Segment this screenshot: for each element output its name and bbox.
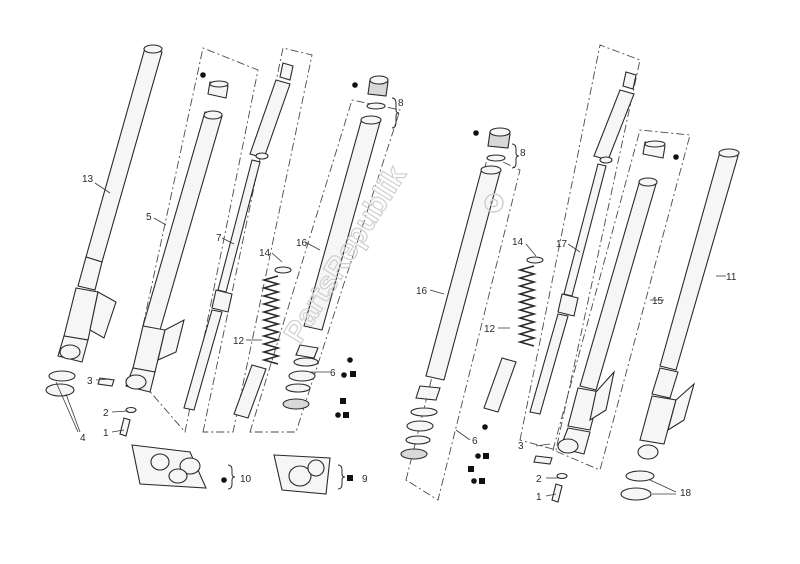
callout-16-right: 16 xyxy=(416,286,428,297)
fork-tube-16-left xyxy=(303,115,382,331)
fork-cap-8-right xyxy=(486,127,511,162)
spring-washer-14-right xyxy=(526,256,544,264)
square-marker xyxy=(343,412,349,418)
callout-13: 13 xyxy=(82,174,94,185)
gear-icon xyxy=(484,193,504,213)
callout-17: 17 xyxy=(556,239,568,250)
callout-16-left: 16 xyxy=(296,238,308,249)
damper-rod-17 xyxy=(529,71,637,415)
dot-marker xyxy=(200,72,206,78)
fork-foot-10 xyxy=(131,444,207,489)
callout-14-right: 14 xyxy=(512,237,524,248)
dot-marker xyxy=(335,412,341,418)
guide-frame-right-17 xyxy=(519,44,641,451)
square-marker xyxy=(483,453,489,459)
outer-tube-13 xyxy=(77,44,163,291)
outer-tube-11 xyxy=(637,148,740,460)
braces xyxy=(227,97,520,490)
bushing-right xyxy=(642,140,666,159)
callout-14-left: 14 xyxy=(259,248,271,259)
seal-stack-right xyxy=(400,385,441,460)
square-marker xyxy=(479,478,485,484)
leader-lines xyxy=(55,182,726,497)
damper-rod-7 xyxy=(183,62,294,411)
callout-6-right: 6 xyxy=(472,436,478,447)
dot-marker xyxy=(475,453,481,459)
spring-12-left xyxy=(261,275,281,365)
callout-3-left: 3 xyxy=(87,376,93,387)
callout-9: 9 xyxy=(362,474,368,485)
callout-10: 10 xyxy=(240,474,252,485)
callout-8-left: 8 xyxy=(398,98,404,109)
callout-7: 7 xyxy=(216,233,222,244)
callout-11: 11 xyxy=(726,272,737,283)
dot-marker xyxy=(221,477,227,483)
lower-leg-left xyxy=(57,287,117,363)
dot-marker xyxy=(352,82,358,88)
dot-marker xyxy=(473,130,479,136)
guide-frame-left-5 xyxy=(132,47,259,433)
fork-cap-8-left xyxy=(366,75,389,110)
brace-8-left xyxy=(391,97,400,129)
dot-marker xyxy=(471,478,477,484)
clamps-4 xyxy=(45,370,76,397)
square-marker xyxy=(340,398,346,404)
callout-18: 18 xyxy=(680,488,692,499)
square-marker xyxy=(347,475,353,481)
guide-frame-right-16 xyxy=(405,154,521,501)
spacer-tube-right xyxy=(483,357,517,413)
dot-marker xyxy=(347,357,353,363)
fork-foot-9 xyxy=(273,454,331,495)
square-marker xyxy=(468,466,474,472)
brace-10 xyxy=(227,464,236,490)
callout-4: 4 xyxy=(80,433,86,444)
bushing-left xyxy=(207,80,229,99)
seal-stack-left xyxy=(282,344,319,410)
dot-marker xyxy=(341,372,347,378)
dot-marker xyxy=(673,154,679,160)
callout-2-right: 2 xyxy=(536,474,542,485)
brace-8-right xyxy=(511,143,520,169)
spring-washer-14-left xyxy=(274,266,292,274)
callout-2-left: 2 xyxy=(103,408,109,419)
callout-3-right: 3 xyxy=(518,441,524,452)
callout-12-left: 12 xyxy=(233,336,245,347)
callout-labels: 13 5 7 8 16 14 12 6 3 2 1 4 10 9 8 16 14… xyxy=(80,98,737,503)
callout-1-left: 1 xyxy=(103,428,109,439)
callout-6-left: 6 xyxy=(330,368,336,379)
legend-symbols xyxy=(200,72,679,484)
inner-tube-5 xyxy=(125,110,223,393)
fork-tube-16-right xyxy=(425,165,502,381)
callout-15: 15 xyxy=(652,296,664,307)
brace-9 xyxy=(337,464,346,490)
spacer-tube-left xyxy=(233,364,267,419)
clamps-18 xyxy=(620,470,655,501)
callout-8-right: 8 xyxy=(520,148,526,159)
square-marker xyxy=(350,371,356,377)
guide-frame-left-16 xyxy=(249,99,401,433)
spring-12-right xyxy=(517,265,537,347)
dot-marker xyxy=(482,424,488,430)
callout-12-right: 12 xyxy=(484,324,496,335)
inner-tube-15 xyxy=(557,177,658,455)
callout-1-right: 1 xyxy=(536,492,542,503)
callout-5: 5 xyxy=(146,212,152,223)
